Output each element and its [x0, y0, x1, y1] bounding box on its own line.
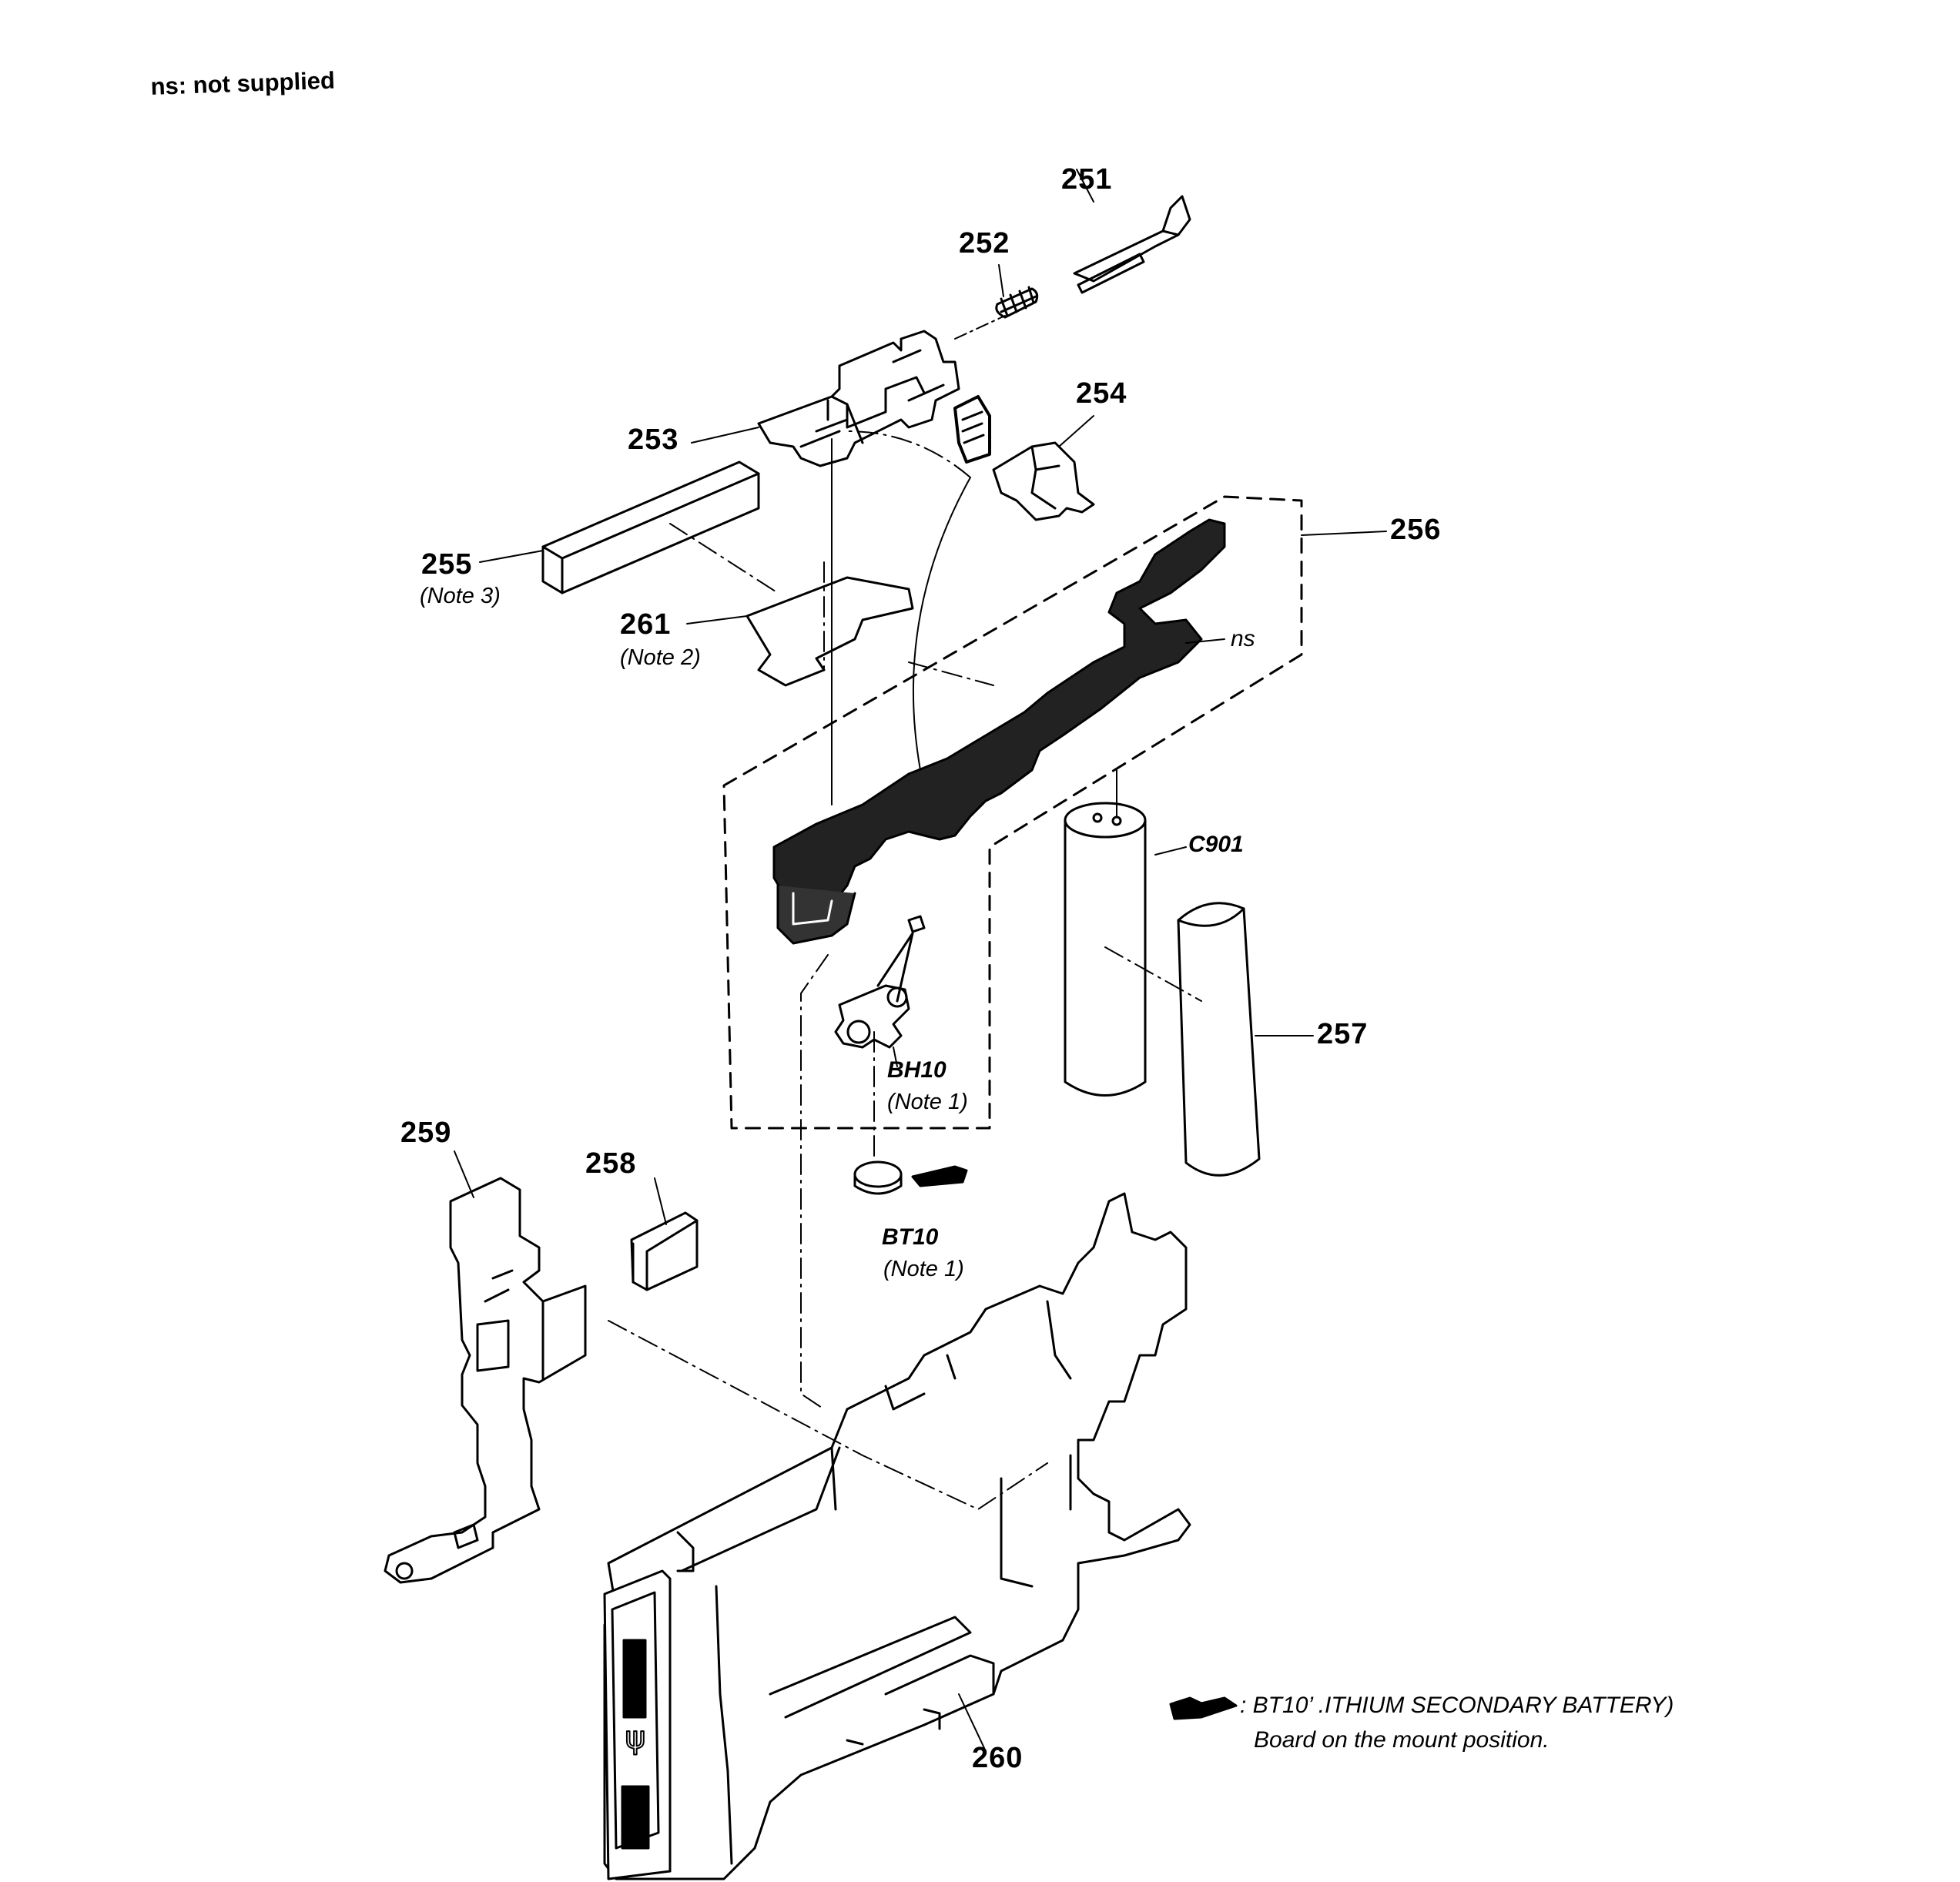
leader-lines [454, 169, 1387, 1749]
label-251: 251 [1061, 163, 1113, 196]
label-256: 256 [1390, 514, 1442, 546]
label-257: 257 [1317, 1018, 1369, 1050]
part-254-switch [953, 395, 1095, 521]
part-253-bracket [757, 330, 960, 467]
part-259-bracket [384, 1177, 587, 1584]
part-256-board [772, 518, 1226, 945]
battery-mount-icon [1169, 1696, 1238, 1720]
label-253: 253 [628, 424, 679, 456]
label-261: 261 [620, 608, 672, 641]
part-bh10-holder [834, 915, 926, 1049]
label-252: 252 [959, 227, 1010, 260]
part-261-sheet [745, 576, 914, 687]
part-bt10-battery [853, 1160, 968, 1195]
note-bt10: (Note 1) [883, 1257, 964, 1281]
part-258-pad [630, 1211, 699, 1291]
legend-text: : BT10’ .ITHIUM SECONDARY BATTERY) [1240, 1693, 1674, 1718]
part-c901-capacitor [1064, 802, 1147, 1097]
note-bh10: (Note 1) [887, 1090, 968, 1114]
part-257-sleeve [1177, 902, 1261, 1177]
label-c901: C901 [1188, 832, 1244, 857]
note-255: (Note 3) [420, 584, 501, 608]
label-259: 259 [400, 1117, 452, 1149]
label-bt10: BT10 [882, 1224, 939, 1250]
svg-text:ψ: ψ [625, 1720, 645, 1756]
label-254: 254 [1076, 377, 1127, 410]
label-ns: ns [1231, 626, 1255, 651]
label-bh10: BH10 [887, 1057, 946, 1083]
part-251-lever [1073, 195, 1191, 294]
frame-port-panel: ψ [603, 1569, 672, 1880]
part-260-frame [603, 1192, 1191, 1880]
label-260: 260 [972, 1742, 1024, 1774]
label-258: 258 [585, 1147, 637, 1180]
part-256-outline [722, 495, 1303, 1130]
note-261: (Note 2) [620, 645, 701, 670]
label-255: 255 [421, 548, 473, 581]
part-255-tape [541, 460, 760, 594]
legend-subtext: Board on the mount position. [1254, 1727, 1550, 1753]
part-252-spring [995, 286, 1039, 319]
